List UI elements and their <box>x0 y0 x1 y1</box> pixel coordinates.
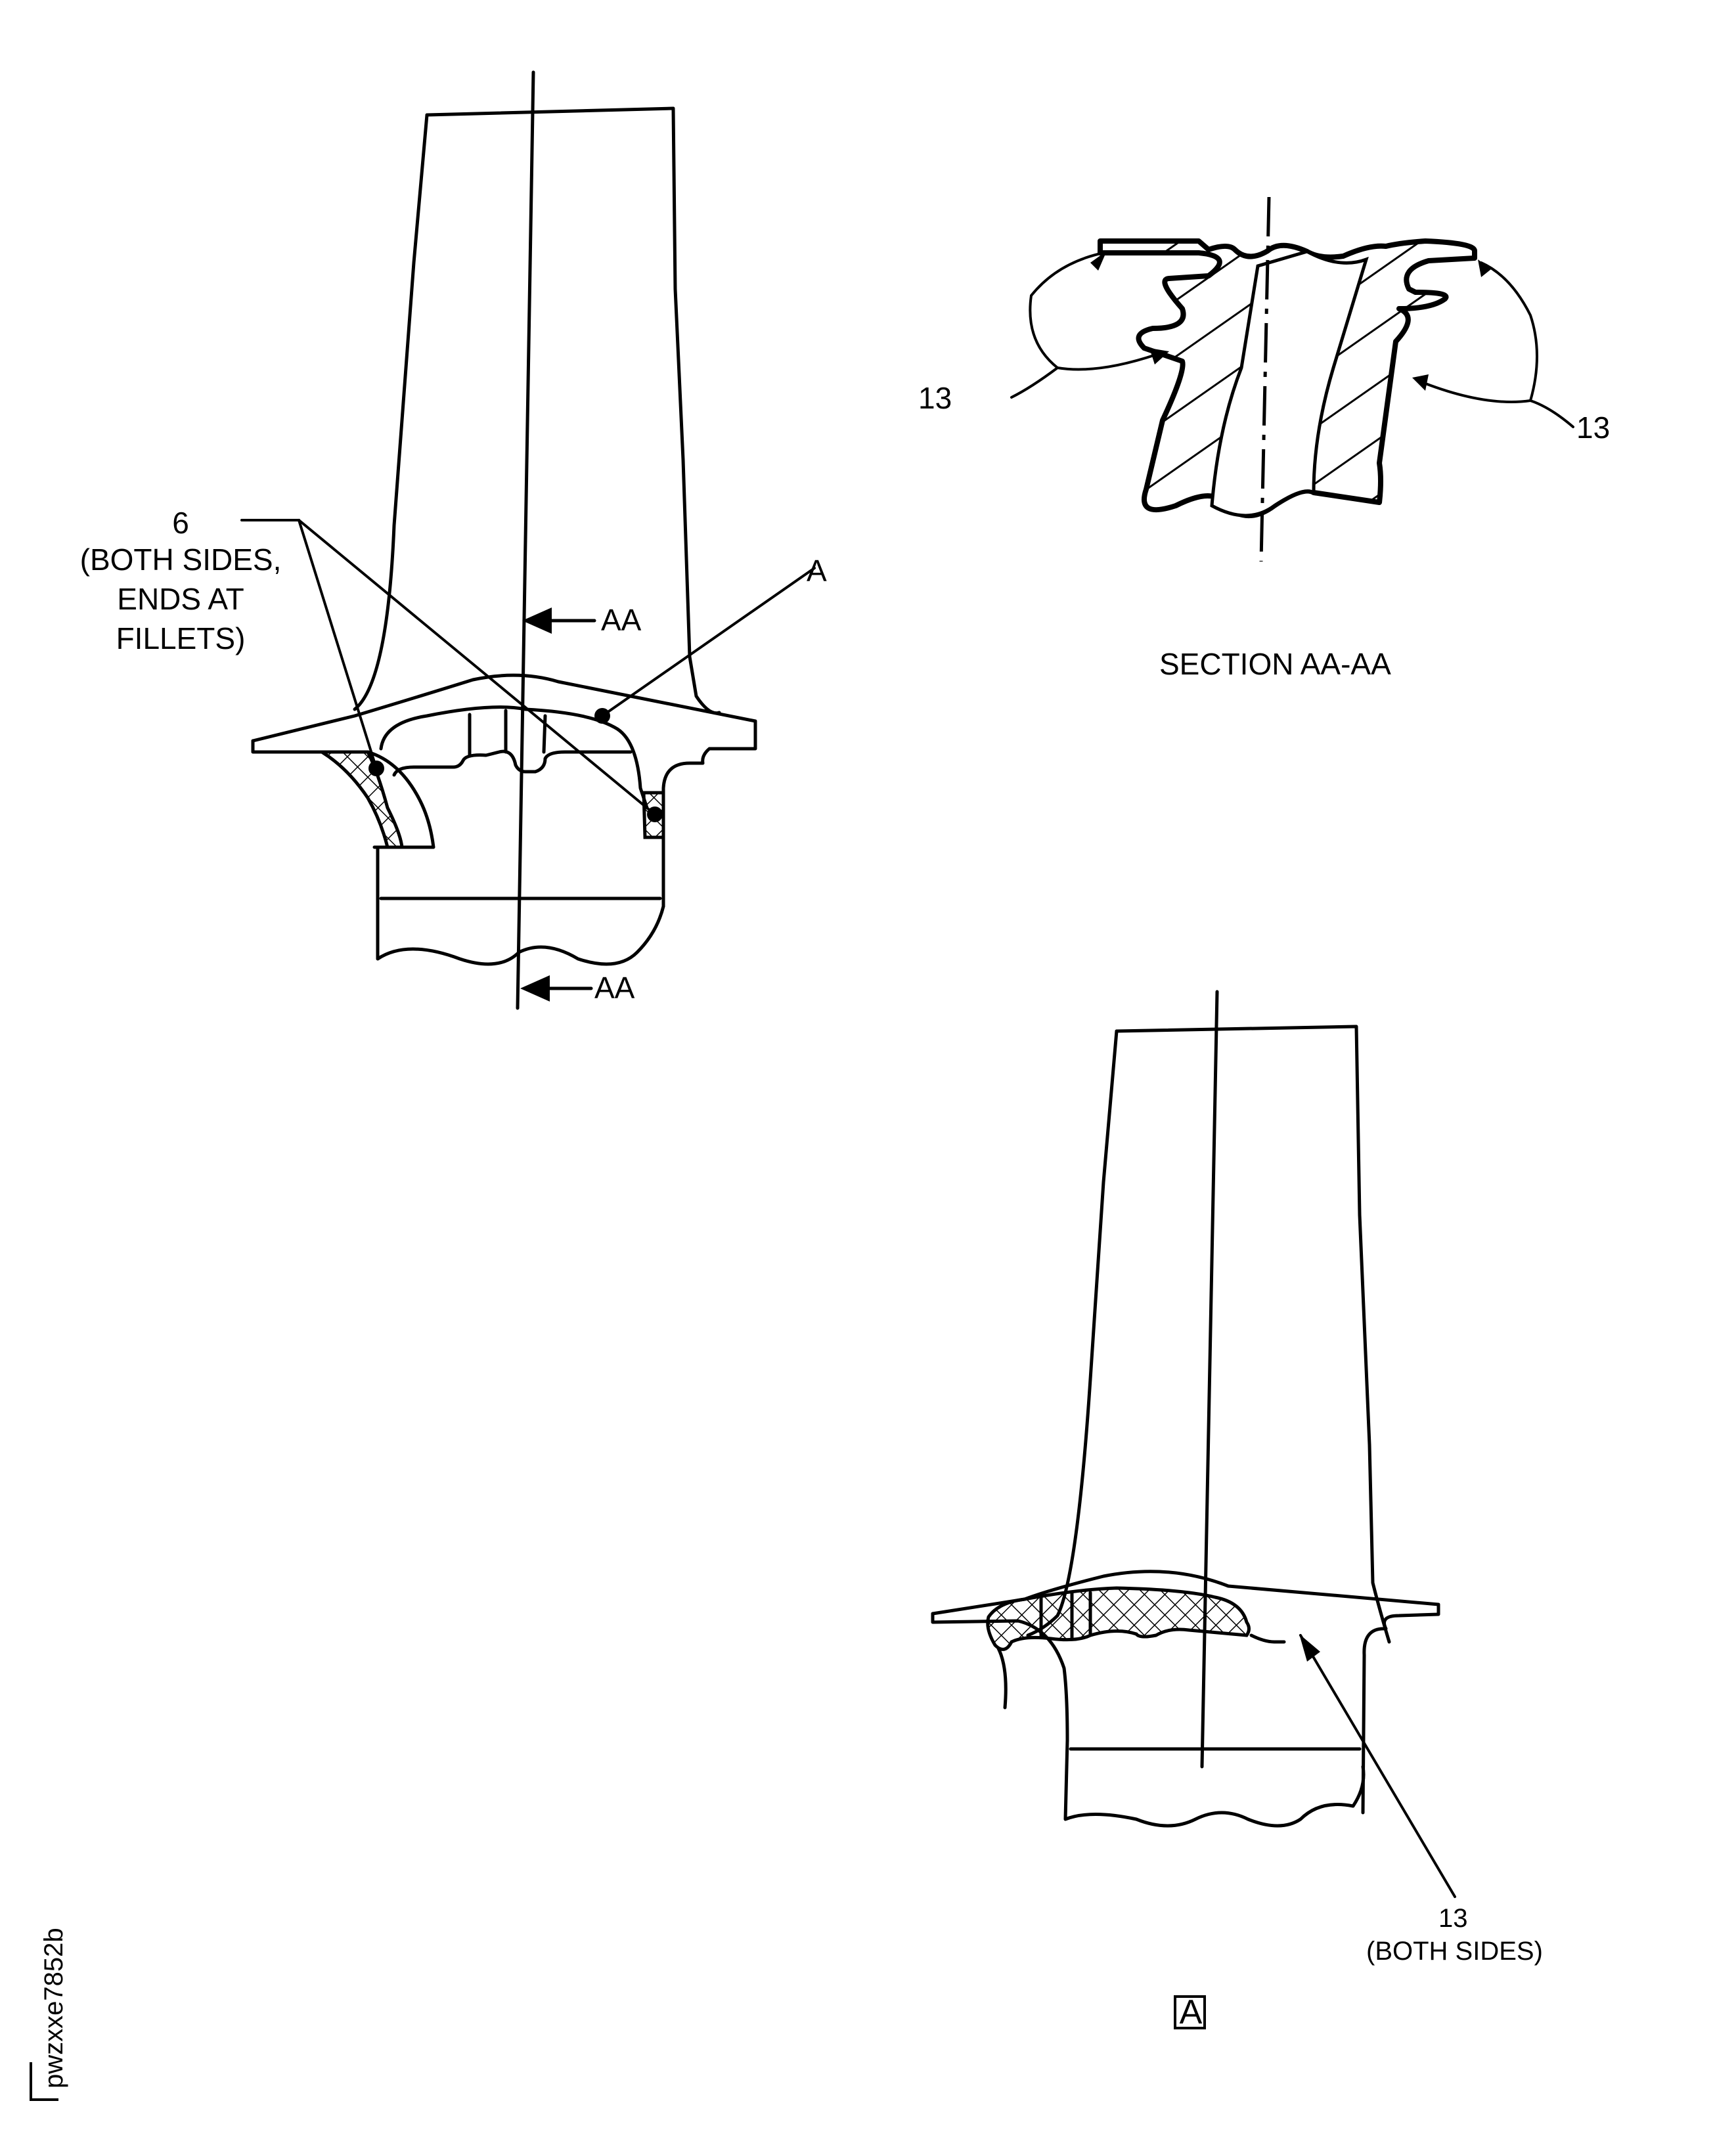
section-callout-13-right: 13 <box>1576 410 1611 445</box>
figure-id-code: pwzxxe7852b <box>39 1928 68 2088</box>
callout-6-note-line1: (BOTH SIDES, <box>79 542 282 577</box>
section-title: SECTION AA-AA <box>1159 647 1391 681</box>
detail-callout-13-number: 13 <box>1438 1904 1468 1933</box>
section-aa-view <box>1010 196 1574 562</box>
callout-6-number: 6 <box>172 506 189 540</box>
section-marker-bottom: AA <box>594 971 635 1005</box>
blade-side-view <box>240 70 816 1010</box>
detail-a-view <box>931 990 1456 1898</box>
detail-callout-13-note: (BOTH SIDES) <box>1366 1937 1543 1966</box>
section-marker-top: AA <box>601 603 642 637</box>
section-callout-13-left: 13 <box>918 381 952 415</box>
callout-a-label: A <box>807 554 827 588</box>
figure-id-mark <box>30 2062 58 2101</box>
view-label-box <box>1174 1995 1206 2029</box>
view-label-a: A <box>1179 1993 1203 2031</box>
callout-6-note-line2: ENDS AT <box>117 582 244 616</box>
callout-6-note-line3: FILLETS) <box>116 621 246 655</box>
